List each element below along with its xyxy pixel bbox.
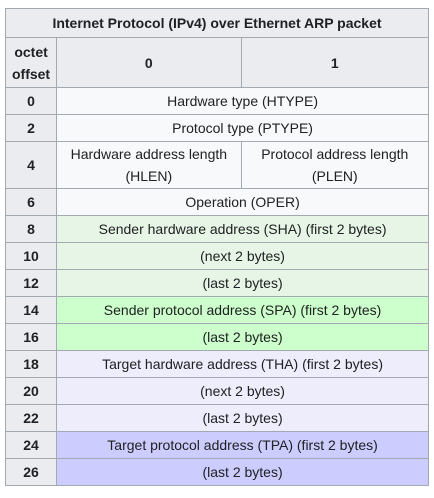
row-offset: 10 (4, 242, 58, 270)
table-row: 2 Protocol type (PTYPE) (4, 114, 429, 142)
table-row: 24 Target protocol address (TPA) (first … (4, 431, 429, 459)
table-row: 8 Sender hardware address (SHA) (first 2… (4, 215, 429, 243)
table-row: 18 Target hardware address (THA) (first … (4, 350, 429, 378)
target-hardware-address-cell: Target hardware address (THA) (first 2 b… (56, 350, 429, 378)
row-offset: 12 (4, 269, 58, 297)
target-protocol-address-cell: (last 2 bytes) (56, 458, 429, 486)
column-1-header: 1 (240, 37, 430, 88)
sender-hardware-address-cell: (next 2 bytes) (56, 242, 429, 270)
table-row: 20 (next 2 bytes) (4, 377, 429, 405)
table-row: 16 (last 2 bytes) (4, 323, 429, 351)
sender-protocol-address-cell: (last 2 bytes) (56, 323, 429, 351)
row-offset: 14 (4, 296, 58, 324)
row-offset: 26 (4, 458, 58, 486)
table-row: 4 Hardware address length (HLEN) Protoco… (4, 141, 430, 189)
row-offset: 18 (4, 350, 58, 378)
table-row: 22 (last 2 bytes) (4, 404, 429, 432)
row-offset: 2 (4, 114, 58, 142)
row-offset: 8 (4, 215, 58, 243)
protocol-type-cell: Protocol type (PTYPE) (56, 114, 429, 142)
table-row: 26 (last 2 bytes) (4, 458, 429, 486)
row-offset: 22 (4, 404, 58, 432)
octet-offset-header: octet offset (4, 37, 58, 88)
sender-hardware-address-cell: (last 2 bytes) (56, 269, 429, 297)
table-header-row: octet offset 0 1 (4, 37, 430, 88)
protocol-address-length-cell: Protocol address length (PLEN) (240, 141, 430, 189)
table-row: 10 (next 2 bytes) (4, 242, 429, 270)
table-caption-row: Internet Protocol (IPv4) over Ethernet A… (5, 8, 429, 38)
target-protocol-address-cell: Target protocol address (TPA) (first 2 b… (56, 431, 429, 459)
target-hardware-address-cell: (next 2 bytes) (56, 377, 429, 405)
column-0-header: 0 (56, 37, 242, 88)
row-offset: 20 (4, 377, 58, 405)
arp-packet-table-container: Internet Protocol (IPv4) over Ethernet A… (4, 8, 430, 486)
target-hardware-address-cell: (last 2 bytes) (56, 404, 429, 432)
arp-packet-table: Internet Protocol (IPv4) over Ethernet A… (4, 8, 430, 486)
table-row: 12 (last 2 bytes) (4, 269, 429, 297)
table-row: 14 Sender protocol address (SPA) (first … (4, 296, 429, 324)
table-row: 6 Operation (OPER) (4, 188, 429, 216)
hardware-type-cell: Hardware type (HTYPE) (56, 87, 429, 115)
operation-cell: Operation (OPER) (56, 188, 429, 216)
hardware-address-length-cell: Hardware address length (HLEN) (56, 141, 242, 189)
table-row: 0 Hardware type (HTYPE) (4, 87, 429, 115)
row-offset: 0 (4, 87, 58, 115)
row-offset: 16 (4, 323, 58, 351)
row-offset: 4 (4, 141, 58, 189)
table-caption: Internet Protocol (IPv4) over Ethernet A… (5, 8, 429, 38)
row-offset: 6 (4, 188, 58, 216)
sender-hardware-address-cell: Sender hardware address (SHA) (first 2 b… (56, 215, 429, 243)
row-offset: 24 (4, 431, 58, 459)
sender-protocol-address-cell: Sender protocol address (SPA) (first 2 b… (56, 296, 429, 324)
